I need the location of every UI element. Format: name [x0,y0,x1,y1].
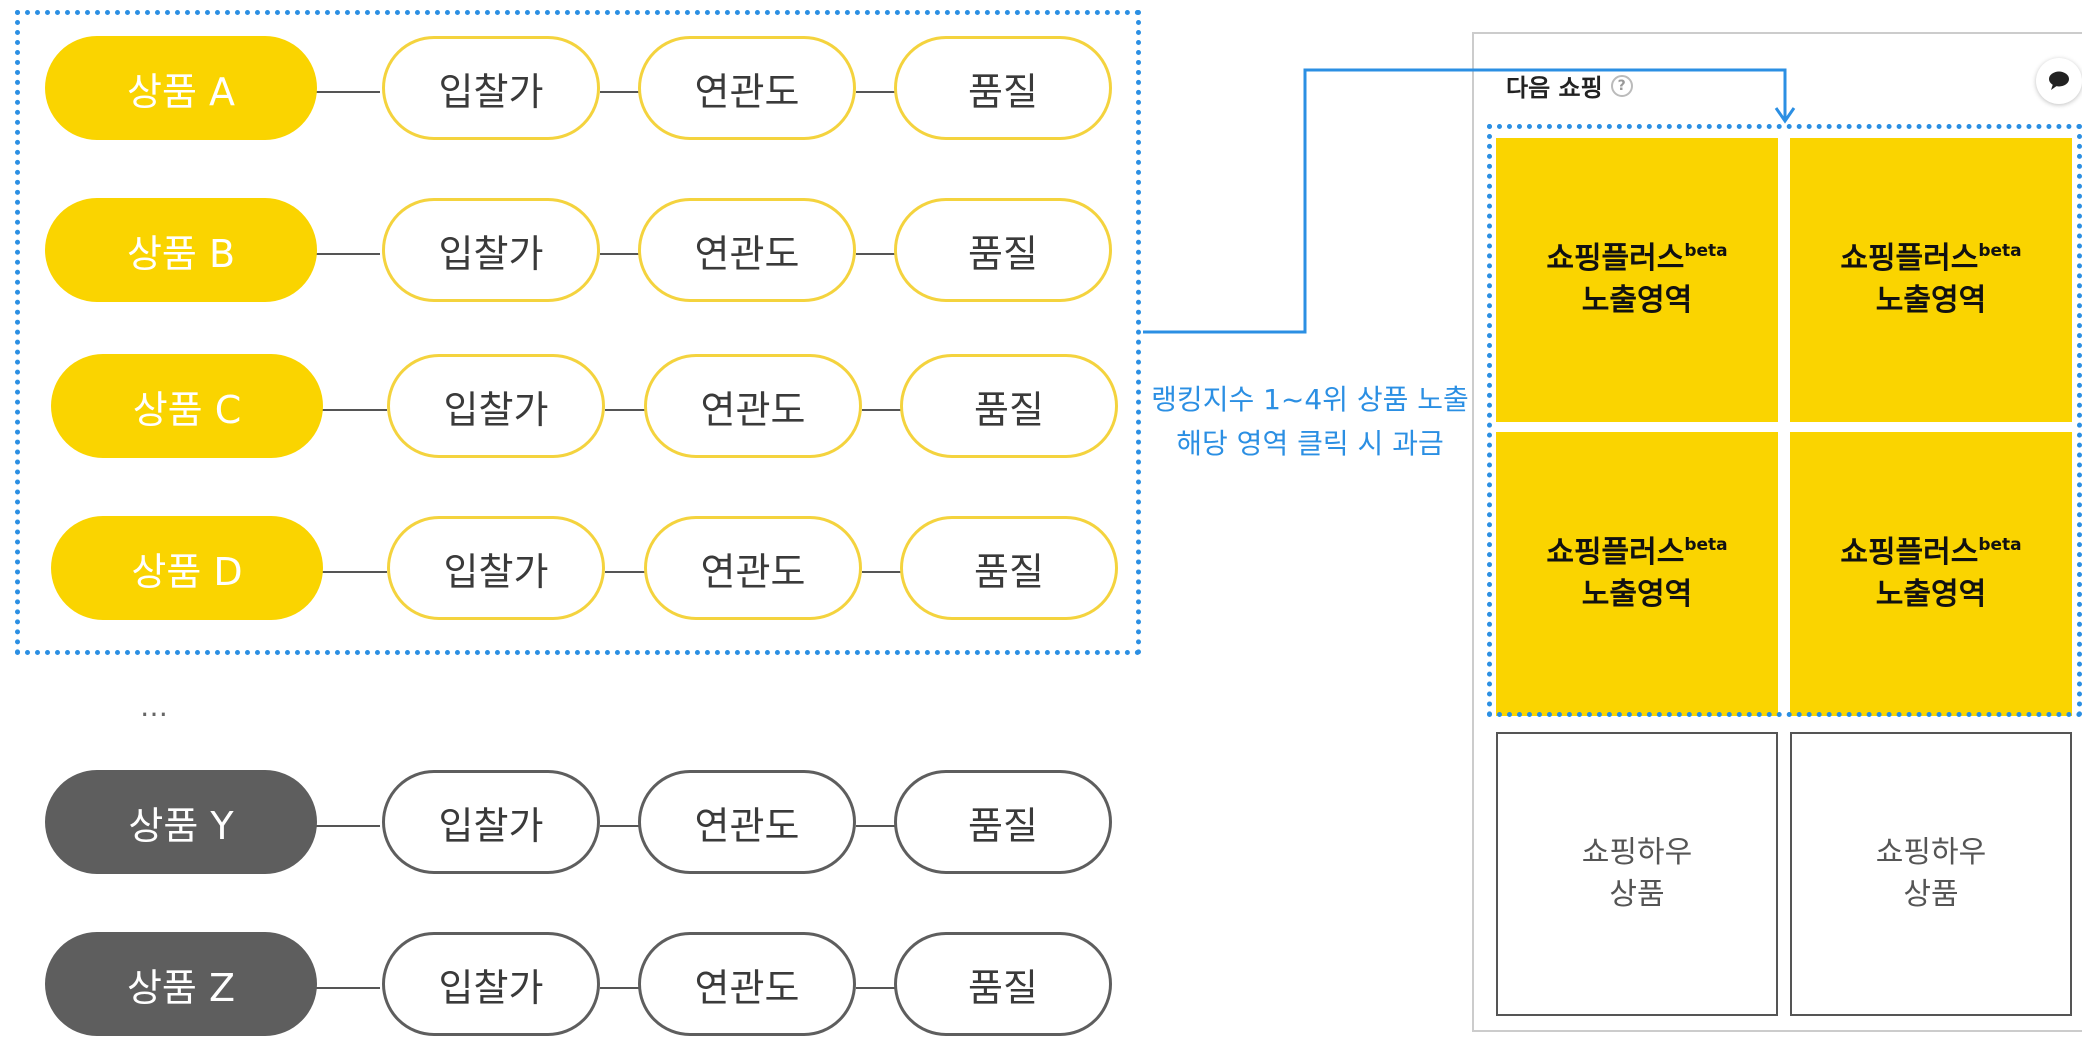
quality-pill: 품질 [894,198,1112,302]
ellipsis: … [140,690,171,723]
ad-slot-name: 쇼핑플러스 [1840,241,1979,276]
connector-line [600,987,640,989]
product-row-a: 상품 A 입찰가 연관도 품질 [0,36,1150,148]
ad-slot-title: 쇼핑플러스beta [1546,238,1727,280]
top-ranked-selection-box [15,10,1141,655]
connector-line [862,571,904,573]
house-slot-title: 쇼핑하우 [1875,835,1987,870]
product-pill: 상품 D [51,516,323,620]
shopping-plus-ad-slot[interactable]: 쇼핑플러스beta 노출영역 [1790,138,2072,422]
daum-shopping-panel: 다음 쇼핑 ? 쇼핑플러스beta 노출영역 쇼핑플러스beta 노출영역 쇼핑… [1472,32,2082,1032]
product-row-z: 상품 Z 입찰가 연관도 품질 [0,932,1150,1044]
connector-line [862,409,904,411]
connector-line [600,253,640,255]
ad-slot-name: 쇼핑플러스 [1546,241,1685,276]
relevance-pill: 연관도 [638,36,856,140]
relevance-pill: 연관도 [638,198,856,302]
ad-slot-title: 쇼핑플러스beta [1840,238,2021,280]
bid-pill: 입찰가 [382,198,600,302]
connector-line [605,409,647,411]
quality-pill: 품질 [900,354,1118,458]
connector-line [856,987,896,989]
relevance-pill: 연관도 [638,932,856,1036]
relevance-pill: 연관도 [644,354,862,458]
house-slot-label: 상품 [1903,877,1959,912]
house-slot-title: 쇼핑하우 [1581,835,1693,870]
connector-line [305,571,387,573]
product-row-y: 상품 Y 입찰가 연관도 품질 [0,770,1150,882]
product-pill: 상품 A [45,36,317,140]
shopping-how-product-slot[interactable]: 쇼핑하우 상품 [1790,732,2072,1016]
connector-line [600,91,640,93]
connector-line [300,253,380,255]
ad-slot-name: 쇼핑플러스 [1840,535,1979,570]
speech-bubble-glyph [2049,71,2069,90]
shopping-plus-ad-area-box [1487,124,2082,717]
shopping-plus-ad-slot[interactable]: 쇼핑플러스beta 노출영역 [1790,432,2072,716]
ad-slot-label: 노출영역 [1581,577,1693,612]
quality-pill: 품질 [900,516,1118,620]
connector-line [600,825,640,827]
link-arrow-line [1143,68,1787,334]
product-pill: 상품 Z [45,932,317,1036]
shopping-how-product-slot[interactable]: 쇼핑하우 상품 [1496,732,1778,1016]
shopping-plus-ad-slot[interactable]: 쇼핑플러스beta 노출영역 [1496,432,1778,716]
ad-slot-label: 노출영역 [1875,577,1987,612]
ranking-diagram: 상품 A 입찰가 연관도 품질 상품 B 입찰가 연관도 품질 상품 C 입찰가… [0,10,1150,1036]
annotation-line-1: 랭킹지수 1~4위 상품 노출 [1151,383,1469,416]
product-row-b: 상품 B 입찰가 연관도 품질 [0,198,1150,310]
product-row-c: 상품 C 입찰가 연관도 품질 [0,354,1150,466]
connector-line [300,91,380,93]
bid-pill: 입찰가 [387,354,605,458]
connector-line [300,987,380,989]
bid-pill: 입찰가 [382,36,600,140]
product-pill: 상품 C [51,354,323,458]
connector-line [856,825,896,827]
bid-pill: 입찰가 [387,516,605,620]
bid-pill: 입찰가 [382,932,600,1036]
product-row-d: 상품 D 입찰가 연관도 품질 [0,516,1150,628]
bid-pill: 입찰가 [382,770,600,874]
quality-pill: 품질 [894,770,1112,874]
panel-title-text: 다음 쇼핑 [1506,74,1603,102]
product-pill: 상품 Y [45,770,317,874]
product-pill: 상품 B [45,198,317,302]
connector-line [300,825,380,827]
speech-bubble-icon[interactable] [2036,58,2082,104]
beta-badge: beta [1684,241,1728,261]
ad-slot-title: 쇼핑플러스beta [1840,532,2021,574]
question-circle-icon[interactable]: ? [1610,74,1633,97]
house-slot-label: 상품 [1609,877,1665,912]
ad-slot-title: 쇼핑플러스beta [1546,532,1727,574]
panel-title: 다음 쇼핑 ? [1506,68,1633,103]
connector-line [856,91,896,93]
relevance-pill: 연관도 [644,516,862,620]
connector-line [856,253,896,255]
annotation-line-2: 해당 영역 클릭 시 과금 [1176,427,1444,460]
connector-line [305,409,387,411]
beta-badge: beta [1978,241,2022,261]
shopping-plus-ad-slot[interactable]: 쇼핑플러스beta 노출영역 [1496,138,1778,422]
ad-slot-label: 노출영역 [1581,283,1693,318]
relevance-pill: 연관도 [638,770,856,874]
quality-pill: 품질 [894,36,1112,140]
ad-slot-label: 노출영역 [1875,283,1987,318]
connector-line [605,571,647,573]
beta-badge: beta [1684,535,1728,555]
billing-annotation: 랭킹지수 1~4위 상품 노출 해당 영역 클릭 시 과금 [1150,378,1470,466]
quality-pill: 품질 [894,932,1112,1036]
arrowhead-icon [1774,107,1796,124]
beta-badge: beta [1978,535,2022,555]
ad-slot-name: 쇼핑플러스 [1546,535,1685,570]
